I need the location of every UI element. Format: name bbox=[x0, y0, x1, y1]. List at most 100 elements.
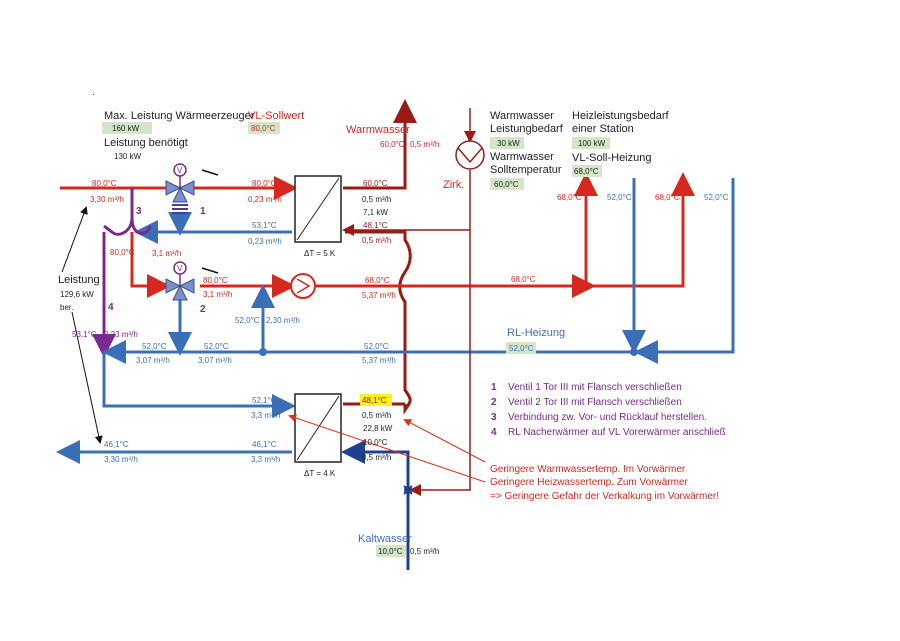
v2-flow: 3,1 m³/h bbox=[203, 290, 232, 299]
circulation-return bbox=[409, 230, 471, 496]
hx1-ww-in-flow: 0,5 m³/h bbox=[362, 236, 391, 245]
ww-demand-label2: Leistungbedarf bbox=[490, 123, 564, 135]
warmwater-out-pipe bbox=[343, 99, 417, 190]
warmwasser-temp: 60,0°C bbox=[380, 140, 405, 149]
out-temp: 46,1°C bbox=[104, 440, 129, 449]
marker-2: 2 bbox=[200, 304, 206, 315]
v2-temp: 80,0°C bbox=[203, 276, 228, 285]
in-flow: 3,30 m³/h bbox=[90, 195, 124, 204]
kaltwasser-flow: 0,5 m³/h bbox=[410, 547, 439, 556]
leistung-label: Leistung bbox=[58, 274, 100, 286]
ret1-temp: 52,0°C bbox=[142, 342, 167, 351]
pump-temp: 68,0°C bbox=[365, 276, 390, 285]
red-note: Geringere Warmwassertemp. Im Vorwärmer G… bbox=[490, 464, 719, 502]
leistung-arrow-up bbox=[61, 206, 88, 273]
svg-text:V: V bbox=[177, 166, 183, 175]
warmwasser-flow: 0,5 m³/h bbox=[410, 140, 439, 149]
heat-demand-value: 100 kW bbox=[578, 139, 606, 148]
hx2-ww-flow: 0,5 m³/h bbox=[362, 411, 391, 420]
hx2-in-temp: 52,1°C bbox=[252, 396, 277, 405]
sup-b: 68,0°C bbox=[655, 193, 680, 202]
need-power-label: Leistung benötigt bbox=[104, 137, 188, 149]
mix-flow: 2,30 m³/h bbox=[266, 316, 300, 325]
leistung-arrow-down bbox=[71, 311, 103, 444]
dt2: ΔT = 4 K bbox=[304, 469, 336, 478]
svg-text:V: V bbox=[177, 264, 183, 273]
rl-heizung-label: RL-Heizung bbox=[507, 327, 565, 339]
ww-demand-label1: Warmwasser bbox=[490, 110, 554, 122]
note-text: Ventil 2 Tor III mit Flansch verschließe… bbox=[508, 397, 682, 408]
red-note-line: Geringere Heizwassertemp. Zum Vorwärmer bbox=[490, 477, 689, 488]
hx2-ww-out: 48,1°C bbox=[362, 396, 387, 405]
dhw-preheat-pipe bbox=[345, 230, 412, 415]
junction-dot bbox=[630, 348, 638, 356]
ret-b: 52,0°C bbox=[704, 193, 729, 202]
ret3-temp: 52,0°C bbox=[364, 342, 389, 351]
supply-temp: 68,0°C bbox=[511, 275, 536, 284]
note-text: Ventil 1 Tor III mit Flansch verschließe… bbox=[508, 382, 682, 393]
return-to-hx2 bbox=[102, 352, 296, 418]
hx1-ww-flow: 0,5 m³/h bbox=[362, 195, 391, 204]
leistung-ber: ber. bbox=[60, 303, 73, 312]
branch-temp: 80,0°C bbox=[110, 248, 135, 257]
leistung-value: 129,6 kW bbox=[60, 290, 94, 299]
sup-a: 68,0°C bbox=[557, 193, 582, 202]
hx1-ww-in: 48,1°C bbox=[363, 221, 388, 230]
supply-riser-b bbox=[586, 172, 695, 288]
kaltwasser-label: Kaltwasser bbox=[358, 533, 412, 545]
heat-demand-label2: einer Station bbox=[572, 123, 634, 135]
note-num: 3 bbox=[491, 412, 497, 423]
branch-flow: 3,1 m³/h bbox=[152, 249, 181, 258]
hx1-ww-out: 60,0°C bbox=[363, 179, 388, 188]
out-flow: 3,30 m³/h bbox=[104, 455, 138, 464]
note-num: 4 bbox=[491, 427, 497, 438]
junction-dot bbox=[259, 348, 267, 356]
hx2-cw-flow: 0,5 m³/h bbox=[362, 453, 391, 462]
vl-setpoint-label: VL-Sollwert bbox=[248, 110, 304, 122]
notes-list: 1 Ventil 1 Tor III mit Flansch verschlie… bbox=[491, 382, 726, 438]
branch-red-line bbox=[130, 232, 171, 298]
note-num: 2 bbox=[491, 397, 497, 408]
hx1-ret-flow: 0,23 m³/h bbox=[248, 237, 282, 246]
return-riser-b bbox=[634, 178, 735, 364]
left-ret-temp: 53,1°C bbox=[72, 330, 97, 339]
heat-demand-label1: Heizleistungsbedarf bbox=[572, 110, 670, 122]
coldwater-pipe bbox=[341, 440, 410, 570]
ret1-flow: 3,07 m³/h bbox=[136, 356, 170, 365]
ret2-temp: 52,0°C bbox=[204, 342, 229, 351]
hx2-in-flow: 3,3 m³/h bbox=[251, 411, 280, 420]
ret2-flow: 3,07 m³/h bbox=[198, 356, 232, 365]
ret-a: 52,0°C bbox=[607, 193, 632, 202]
ww-temp-value: 60,0°C bbox=[494, 180, 519, 189]
ww-demand-value: 30 kW bbox=[497, 139, 520, 148]
purple-link-3b bbox=[130, 217, 152, 235]
red-note-line: => Geringere Gefahr der Verkalkung im Vo… bbox=[490, 491, 719, 502]
v1-out-temp: 80,0°C bbox=[252, 179, 277, 188]
mixing-valve-1: V bbox=[165, 163, 219, 214]
left-ret-flow: 0,23 m³/h bbox=[104, 330, 138, 339]
hx2-power: 22,8 kW bbox=[363, 424, 393, 433]
note-text: Verbindung zw. Vor- und Rücklauf herstel… bbox=[508, 412, 707, 423]
vl-setpoint-value: 80,0°C bbox=[251, 124, 276, 133]
need-power-value: 130 kW bbox=[114, 152, 142, 161]
note-num: 1 bbox=[491, 382, 497, 393]
hx2-cw-temp: 10,0°C bbox=[363, 438, 388, 447]
ww-temp-label2: Solltemperatur bbox=[490, 164, 562, 176]
mixing-valve-2: V bbox=[165, 261, 219, 301]
ww-temp-label1: Warmwasser bbox=[490, 151, 554, 163]
note-text: RL Nacherwärmer auf VL Vorerwärmer ansch… bbox=[508, 427, 726, 438]
hx1-power: 7,1 kW bbox=[363, 208, 388, 217]
dot-mark: . bbox=[92, 87, 95, 98]
junction-dot bbox=[582, 282, 590, 290]
red-note-line: Geringere Warmwassertemp. Im Vorwärmer bbox=[490, 464, 686, 475]
marker-4: 4 bbox=[108, 302, 114, 313]
in-temp: 80,0°C bbox=[92, 179, 117, 188]
max-power-label: Max. Leistung Wärmeerzeuger bbox=[104, 110, 255, 122]
max-power-value: 160 kW bbox=[112, 124, 140, 133]
ret3-flow: 5,37 m³/h bbox=[362, 356, 396, 365]
hx2-out-temp: 46,1°C bbox=[252, 440, 277, 449]
note-arrow-2 bbox=[288, 414, 486, 483]
dt1: ΔT = 5 K bbox=[304, 249, 336, 258]
note-arrow-1 bbox=[403, 419, 486, 463]
zirk-label: Zirk. bbox=[443, 179, 464, 191]
